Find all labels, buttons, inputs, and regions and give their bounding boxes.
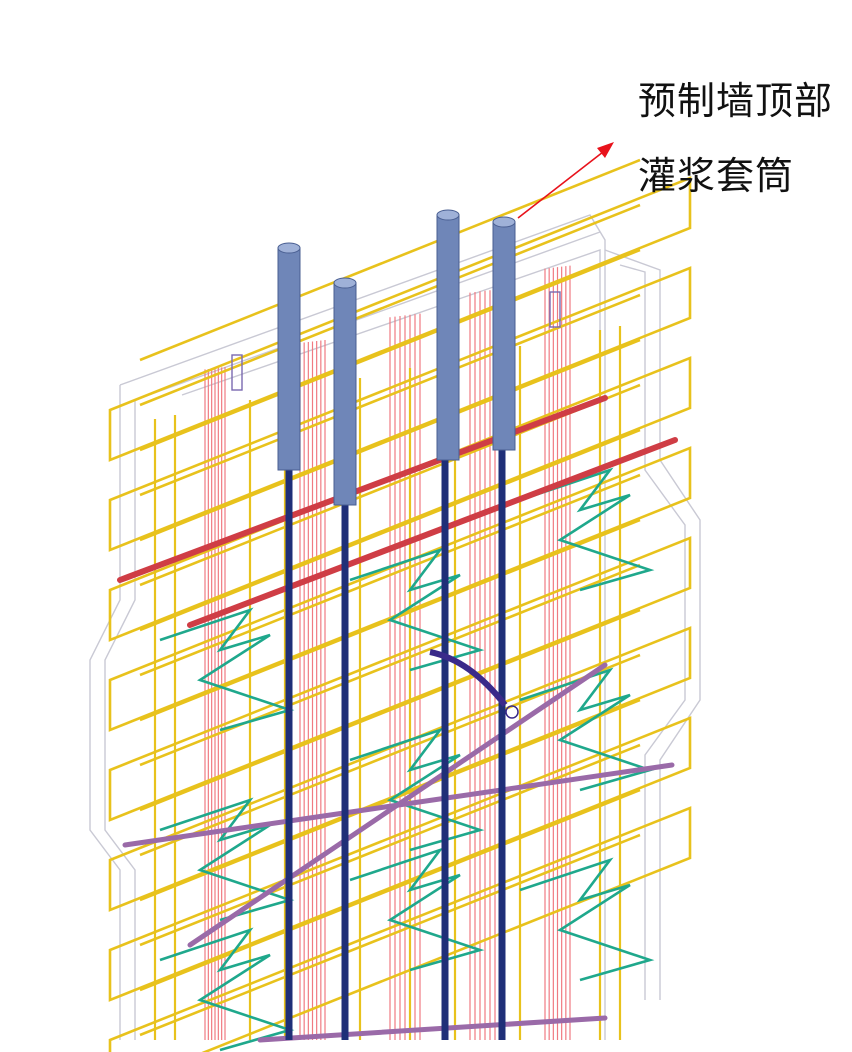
stirrup-line-13 bbox=[139, 743, 641, 947]
tie-4 bbox=[349, 727, 485, 852]
stirrup-line-1 bbox=[139, 203, 641, 407]
sleeve-top-1 bbox=[333, 277, 357, 289]
lifting-pin-right bbox=[549, 291, 561, 328]
stirrup-loop-12 bbox=[108, 716, 692, 1002]
outline-edge-4 bbox=[604, 249, 701, 1000]
stirrup-loop-6 bbox=[108, 446, 692, 732]
lifting-curve bbox=[429, 649, 508, 707]
sleeve-top-2 bbox=[436, 209, 460, 221]
arrow-head bbox=[597, 142, 614, 158]
red-rod-0 bbox=[117, 395, 608, 583]
purple-rod-2 bbox=[257, 1015, 608, 1043]
lifting-pin-left bbox=[231, 354, 243, 391]
stirrup-line-3 bbox=[139, 293, 641, 497]
stirrup-line-2 bbox=[139, 248, 641, 452]
sleeve-body-2 bbox=[436, 214, 460, 461]
tie-8 bbox=[519, 857, 655, 982]
stirrup-line-6 bbox=[139, 428, 641, 632]
outline-edge-1 bbox=[134, 231, 601, 401]
annotation-line-1: 预制墙顶部 bbox=[638, 79, 834, 123]
sleeve-top-3 bbox=[492, 216, 516, 228]
arrow-shaft bbox=[517, 151, 604, 219]
sleeve-body-3 bbox=[492, 221, 516, 451]
outline-edge-5 bbox=[619, 264, 686, 1000]
stirrup-line-9 bbox=[139, 563, 641, 767]
stirrup-line-0 bbox=[139, 158, 641, 362]
lifting-parts bbox=[231, 291, 561, 719]
stirrup-line-10 bbox=[139, 608, 641, 812]
annotation-line-2: 灌浆套筒 bbox=[638, 154, 795, 198]
outline-edge-3 bbox=[104, 400, 136, 1040]
purple-rod-1 bbox=[187, 662, 608, 948]
outline-edge-2 bbox=[89, 385, 121, 1040]
stirrup-loop-14 bbox=[108, 806, 692, 1052]
stirrup-loop-10 bbox=[108, 626, 692, 912]
stirrup-line-14 bbox=[139, 788, 641, 992]
red-rod-1 bbox=[187, 437, 678, 628]
sleeve-body-0 bbox=[277, 247, 301, 471]
lifting-ring bbox=[505, 705, 519, 719]
sleeve-top-0 bbox=[277, 242, 301, 254]
stirrup-loop-8 bbox=[108, 536, 692, 822]
tie-1 bbox=[349, 547, 485, 672]
tie-7 bbox=[349, 847, 485, 972]
grouting-sleeves bbox=[277, 209, 516, 506]
tie-2 bbox=[519, 467, 655, 592]
sleeve-body-1 bbox=[333, 282, 357, 506]
stirrup-line-4 bbox=[139, 338, 641, 542]
stirrup-line-15 bbox=[139, 833, 641, 1037]
annotation-arrow bbox=[517, 142, 614, 219]
horizontal-rods bbox=[117, 395, 678, 1043]
stirrup-line-7 bbox=[139, 473, 641, 677]
